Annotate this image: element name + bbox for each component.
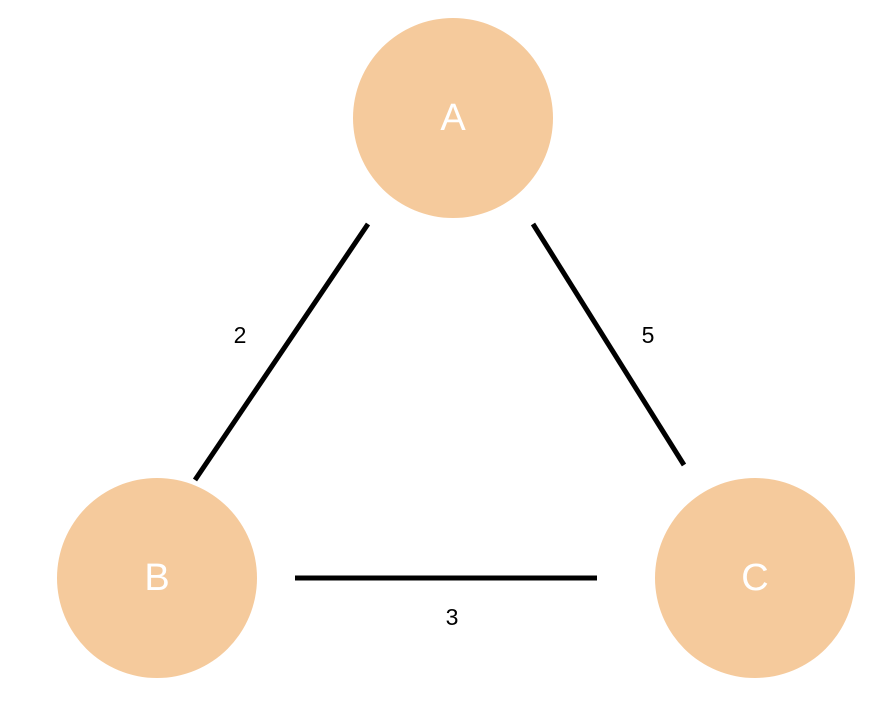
graph-edge-a-c: [530, 222, 687, 467]
node-label-a: A: [440, 97, 466, 139]
edge-weight-a-c: 5: [642, 322, 655, 348]
nodes-layer: A B C: [57, 18, 855, 678]
node-circle-c[interactable]: [655, 478, 855, 678]
edge-weight-b-c: 3: [446, 604, 459, 630]
edge-weight-a-b: 2: [234, 322, 247, 348]
node-label-b: B: [144, 557, 169, 599]
edge-labels-layer: 2 5 3: [234, 322, 655, 630]
graph-node-a[interactable]: A: [353, 18, 553, 218]
graph-node-c[interactable]: C: [655, 478, 855, 678]
edges-layer: [192, 222, 687, 581]
node-label-c: C: [741, 557, 768, 599]
node-circle-a[interactable]: [353, 18, 553, 218]
graph-edge-a-b: [192, 222, 371, 482]
graph-node-b[interactable]: B: [57, 478, 257, 678]
node-circle-b[interactable]: [57, 478, 257, 678]
